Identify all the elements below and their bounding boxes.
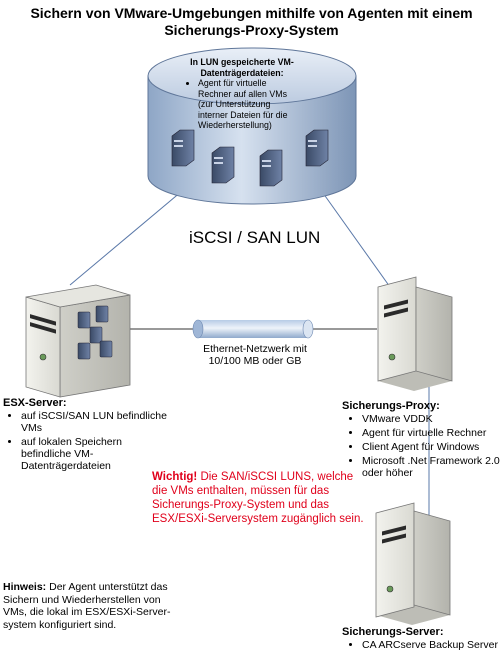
hint-lead: Hinweis: xyxy=(3,581,47,593)
lun-vm-server-icon xyxy=(211,146,235,184)
esx-vm-icon xyxy=(89,326,103,344)
iscsi-san-label: iSCSI / SAN LUN xyxy=(189,228,321,247)
lun-description: In LUN gespeicherte VM-Datenträgerdateie… xyxy=(182,57,302,131)
lun-heading: In LUN gespeicherte VM-Datenträgerdateie… xyxy=(190,57,294,78)
esx-list-item: auf iSCSI/SAN LUN befindliche VMs xyxy=(21,410,173,434)
lun-vm-server-icon xyxy=(305,129,329,167)
proxy-to-lun-connector xyxy=(317,185,391,288)
proxy-list-item: VMware VDDK xyxy=(362,413,502,425)
ethernet-cable-icon xyxy=(192,319,314,339)
proxy-description: Sicherungs-Proxy: VMware VDDK Agent für … xyxy=(342,400,502,481)
esx-vm-icon xyxy=(99,340,113,358)
esx-vm-icon xyxy=(77,342,91,360)
lun-storage-cylinder xyxy=(147,47,357,205)
esx-vm-icon xyxy=(95,305,109,323)
warning-note: Wichtig! Die SAN/iSCSI LUNS, welche die … xyxy=(152,470,367,526)
hint-text: Der Agent unterstützt das Sichern und Wi… xyxy=(3,581,171,631)
proxy-server-icon xyxy=(377,276,453,391)
lun-list-item: Agent für virtuelle Rechner auf allen VM… xyxy=(198,78,302,131)
proxy-list-item: Agent für virtuelle Rechner xyxy=(362,427,502,439)
proxy-list: VMware VDDK Agent für virtuelle Rechner … xyxy=(342,413,502,479)
backup-list-item: CA ARCserve Backup Server xyxy=(362,639,502,651)
esx-server-description: ESX-Server: auf iSCSI/SAN LUN befindlich… xyxy=(3,397,173,474)
ethernet-label: Ethernet-Netzwerk mit 10/100 MB oder GB xyxy=(203,343,307,367)
lun-list: Agent für virtuelle Rechner auf allen VM… xyxy=(182,78,302,131)
backup-server-icon xyxy=(375,502,451,625)
proxy-list-item: Client Agent für Windows xyxy=(362,441,502,453)
esx-server-icon xyxy=(25,284,131,398)
esx-list: auf iSCSI/SAN LUN befindliche VMs auf lo… xyxy=(3,410,173,472)
esx-list-item: auf lokalen Speichern befindliche VM-Dat… xyxy=(21,436,173,472)
esx-to-lun-connector xyxy=(69,185,189,286)
backup-server-description: Sicherungs-Server: CA ARCserve Backup Se… xyxy=(342,626,502,653)
backup-heading: Sicherungs-Server: xyxy=(342,626,444,638)
esx-vm-icon xyxy=(77,311,91,329)
proxy-list-item: Microsoft .Net Framework 2.0 oder höher xyxy=(362,455,502,479)
warning-lead: Wichtig! xyxy=(152,471,198,483)
esx-heading: ESX-Server: xyxy=(3,397,67,409)
lun-vm-server-icon xyxy=(259,149,283,187)
proxy-heading: Sicherungs-Proxy: xyxy=(342,400,440,412)
lun-vm-server-icon xyxy=(171,129,195,167)
diagram-title: Sichern von VMware-Umgebungen mithilfe v… xyxy=(30,5,473,38)
warning-text: Die SAN/iSCSI LUNS, welche die VMs entha… xyxy=(152,471,364,525)
hint-note: Hinweis: Der Agent unterstützt das Siche… xyxy=(3,581,183,631)
backup-list: CA ARCserve Backup Server xyxy=(342,639,502,651)
